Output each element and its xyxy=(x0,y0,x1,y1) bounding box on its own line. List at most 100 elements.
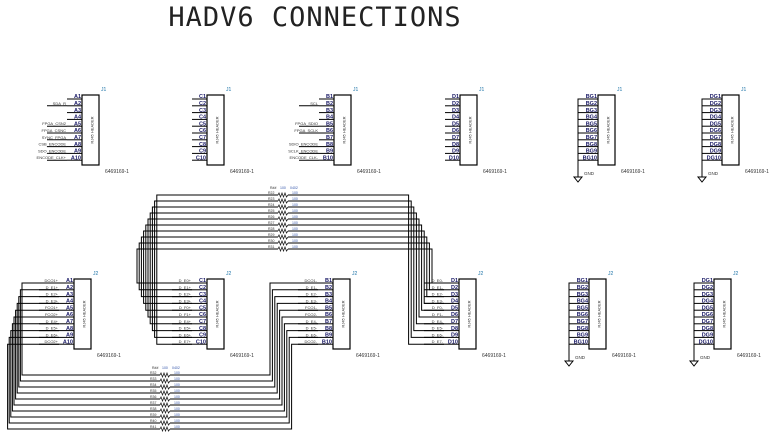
pin-label: DG9 xyxy=(702,333,713,339)
net-label: SYNC_FPGA xyxy=(42,135,67,140)
connector-body xyxy=(588,278,607,350)
connector-j1-d: RJ45 HEADERJ16469169-1D1D2D3D4D5D6D7D8D9… xyxy=(445,87,507,175)
net-label: SCL xyxy=(310,101,319,106)
pin-label: D6 xyxy=(451,312,458,318)
wire xyxy=(288,236,444,298)
part-number: 6469169-1 xyxy=(612,353,636,359)
pin-label: DG7 xyxy=(702,319,713,325)
connector-j2-bg: RJ45 HEADERJ26469169-1BG1BG2BG3BG4BG5BG6… xyxy=(563,271,636,367)
pin-label: C7 xyxy=(199,135,206,141)
connector-j2-d: RJ45 HEADERJ26469169-1D1D_E0-D2D_E1-D3D_… xyxy=(424,271,506,359)
resistor-ref: R40 xyxy=(150,419,156,423)
header-label: RJ45 HEADER xyxy=(215,300,220,327)
resistor-value: 100 xyxy=(174,395,180,399)
wire xyxy=(143,230,278,304)
pin-label: C2 xyxy=(199,285,206,291)
resistor-icon xyxy=(159,377,171,385)
pin-label: C4 xyxy=(199,299,207,305)
wire xyxy=(136,248,278,284)
resistor-value: 100 xyxy=(174,413,180,417)
wire xyxy=(147,218,278,318)
net-label: SDIO_ENCODE xyxy=(289,142,318,147)
pin-label: D5 xyxy=(452,121,459,127)
gnd-label: GND xyxy=(700,355,711,360)
pin-label: B7 xyxy=(326,135,333,141)
net-label: D_E6- xyxy=(306,332,318,337)
resistor-value: 100 xyxy=(174,425,180,429)
pin-label: A2 xyxy=(66,285,73,291)
ground-icon xyxy=(688,360,700,367)
pin-label: A2 xyxy=(74,101,81,107)
wire xyxy=(288,206,444,332)
wire xyxy=(288,242,444,291)
pin-label: B4 xyxy=(325,299,333,305)
wire xyxy=(288,212,444,325)
pin-label: C2 xyxy=(199,101,206,107)
pin-label: DG4 xyxy=(702,299,714,305)
net-label: D_F1+ xyxy=(179,312,192,317)
header-label: RJ45 HEADER xyxy=(722,300,727,327)
resistor-value: 100 xyxy=(292,239,298,243)
pin-label: B3 xyxy=(326,108,333,114)
connector-j1-b: RJ45 HEADERJ16469169-1B1B2SCLB3B4B5FPGA_… xyxy=(288,87,381,175)
pin-label: D8 xyxy=(451,326,458,332)
pin-label: BG5 xyxy=(586,121,597,127)
net-label: SCLK_ENCODE xyxy=(288,148,318,153)
pin-label: A6 xyxy=(74,128,81,134)
pin-label: C10 xyxy=(196,155,206,161)
pin-label: C8 xyxy=(199,142,206,148)
header-label: RJ45 HEADER xyxy=(730,116,735,143)
header-label: RJ45 HEADER xyxy=(606,116,611,143)
resistor-icon xyxy=(159,425,171,433)
header-label: RJ45 HEADER xyxy=(341,300,346,327)
pin-label: D8 xyxy=(452,142,459,148)
pin-label: D10 xyxy=(448,339,458,345)
pin-label: B10 xyxy=(323,155,333,161)
wire xyxy=(170,309,318,400)
pin-label: A4 xyxy=(74,115,82,121)
pin-label: A8 xyxy=(74,142,81,148)
net-label: D_E2- xyxy=(432,292,444,297)
net-label: D_E5- xyxy=(432,326,444,331)
pin-label: C9 xyxy=(199,333,206,339)
wire xyxy=(7,343,160,430)
pin-label: C4 xyxy=(199,115,207,121)
pin-label: BG2 xyxy=(586,101,597,107)
pin-label: C6 xyxy=(199,128,206,134)
pin-label: A3 xyxy=(66,292,73,298)
pin-label: C6 xyxy=(199,312,206,318)
pin-label: DG5 xyxy=(702,305,713,311)
resistor-ref: R38 xyxy=(150,407,156,411)
resistor-ref: R22 xyxy=(268,191,274,195)
pin-label: BG1 xyxy=(577,278,588,284)
net-label: CSB_ENCODE xyxy=(38,142,66,147)
resistor-icon xyxy=(277,197,289,205)
resistor-header: 100 xyxy=(280,186,286,190)
pin-label: BG3 xyxy=(586,108,597,114)
pin-label: D2 xyxy=(451,285,458,291)
net-label: SDA_R xyxy=(53,101,66,106)
connector-ref: J2 xyxy=(608,271,614,277)
resistor-icon xyxy=(277,233,289,241)
pin-label: BG4 xyxy=(577,299,589,305)
ground-icon xyxy=(563,360,575,367)
resistor-icon xyxy=(277,191,289,199)
pin-label: BG10 xyxy=(574,339,588,345)
wire xyxy=(170,282,318,376)
net-label: D_E0- xyxy=(432,278,444,283)
part-number: 6469169-1 xyxy=(230,353,254,359)
connector-body xyxy=(81,94,100,166)
connector-j1-dg: RJ45 HEADERJ16469169-1DG1DG2DG3DG4DG5DG6… xyxy=(696,87,769,183)
pin-label: A7 xyxy=(66,319,73,325)
pin-label: DG9 xyxy=(710,149,721,155)
pin-label: B9 xyxy=(325,333,332,339)
wire xyxy=(170,289,318,382)
pin-label: DG3 xyxy=(702,292,713,298)
connector-ref: J1 xyxy=(101,87,107,93)
part-number: 6469169-1 xyxy=(621,169,645,175)
pin-label: BG7 xyxy=(586,135,597,141)
gnd-bus xyxy=(693,282,699,361)
pin-label: DG3 xyxy=(710,108,721,114)
